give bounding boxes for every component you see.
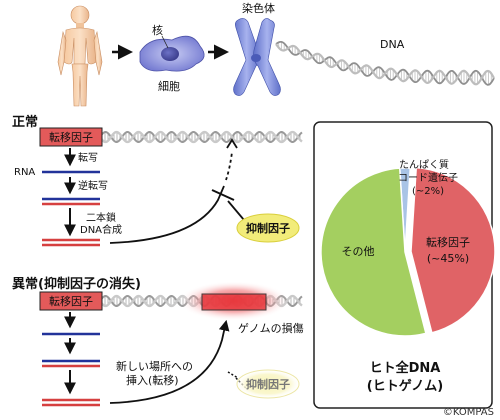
chromosome-illustration [233, 18, 281, 96]
pie-label-transposon-value: (~45%) [427, 252, 469, 265]
dna-helix-top [275, 41, 495, 86]
dna-label: DNA [380, 38, 405, 51]
nucleus-shape [161, 47, 179, 61]
suppressor-label-normal: 抑制因子 [246, 221, 290, 235]
pie-panel-title-2: (ヒトゲノム) [367, 378, 444, 394]
double-strand-label-1: 二本鎖 [86, 211, 116, 224]
double-strand-label-2: DNA合成 [80, 223, 122, 236]
suppressor-label-faded: 抑制因子 [246, 377, 290, 391]
lost-inhibition-dash [227, 371, 239, 379]
insertion-curve [109, 319, 230, 404]
pie-panel-title-1: ヒト全DNA [370, 360, 441, 376]
pie-label-transposon: 転移因子 [426, 236, 470, 249]
dna-backbone [99, 130, 303, 144]
cell-label: 細胞 [158, 80, 180, 93]
genome-pie-chart [320, 166, 496, 337]
reverse-transcription-label: 逆転写 [78, 179, 108, 192]
normal-section-title: 正常 [12, 114, 38, 130]
pie-label-protein-value: (~2%) [412, 186, 444, 197]
human-figure [57, 5, 103, 107]
rna-label: RNA [14, 167, 35, 178]
nucleus-label: 核 [152, 23, 163, 37]
pie-label-other: その他 [342, 245, 375, 258]
suppressor-badge-normal: 抑制因子 [236, 213, 300, 243]
inhibition-line [227, 200, 245, 221]
transposon-box-normal: 転移因子 [39, 127, 103, 147]
blocked-insertion-curve [109, 185, 225, 244]
suppressor-badge-faded: 抑制因子 [236, 369, 300, 399]
genome-damage-site [178, 281, 290, 321]
cell-illustration [139, 35, 205, 72]
abnormal-section-title: 異常(抑制因子の消失) [12, 276, 141, 292]
transcription-label: 転写 [78, 152, 98, 164]
dna-backbone [275, 43, 495, 86]
transposon-label-normal: 転移因子 [49, 131, 93, 144]
inhibition-bar [211, 189, 235, 201]
pie-label-protein-2: コード遺伝子 [398, 171, 458, 184]
copyright-text: ©KOMPAS [443, 407, 494, 418]
pie-slice-other [320, 167, 427, 337]
dna-strand-normal [99, 130, 303, 144]
blocked-insertion-dashed [225, 151, 233, 181]
chromosome-label: 染色体 [242, 1, 275, 15]
insertion-label-2: 挿入(転移) [126, 373, 179, 387]
blocked-arrowhead [226, 138, 238, 149]
transposon-box-abnormal: 転移因子 [39, 291, 103, 311]
damage-label: ゲノムの損傷 [238, 321, 304, 335]
pie-label-protein-1: たんぱく質 [399, 158, 449, 171]
insertion-label-1: 新しい場所への [116, 359, 193, 373]
transposon-label-abnormal: 転移因子 [49, 295, 93, 308]
pie-slice-transposon [410, 166, 496, 334]
